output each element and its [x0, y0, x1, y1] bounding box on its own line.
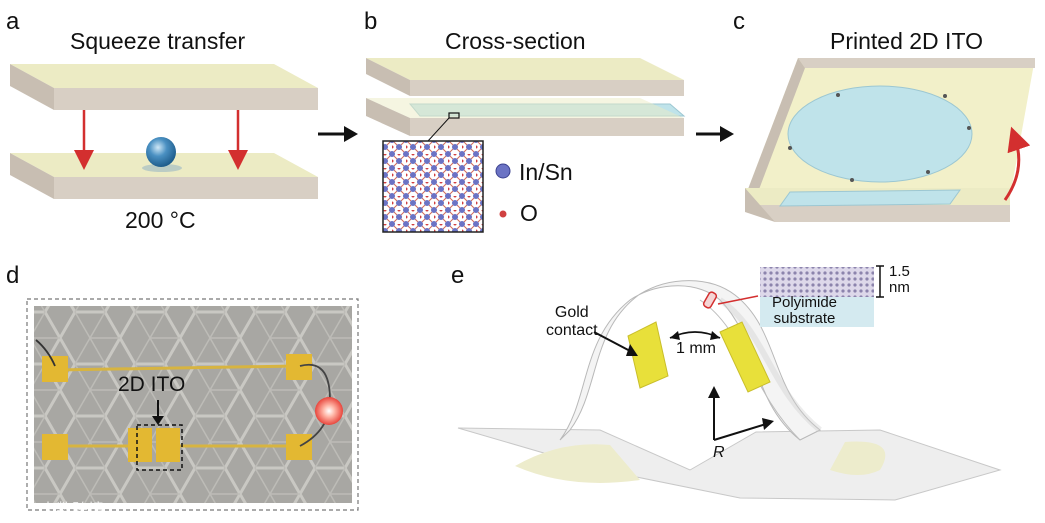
printed-ito-ellipse: [787, 85, 973, 183]
temperature-label: 200 °C: [125, 207, 196, 233]
lattice-inset: [382, 140, 484, 233]
watermark: 大数跨境: [40, 502, 105, 519]
radius-label: R: [713, 444, 725, 461]
panel-a-letter: a: [6, 8, 20, 35]
panel-a-title: Squeeze transfer: [70, 28, 246, 54]
polyimide-inset: [760, 297, 874, 327]
panel-e-graphic: [457, 265, 1002, 501]
ito-dashed-box: [136, 424, 183, 471]
device-photo: [34, 306, 352, 503]
panel-b-graphic: [366, 58, 686, 233]
panel-b-title: Cross-section: [445, 28, 586, 54]
legend-o-label: O: [520, 200, 538, 226]
gold-contact-label: Gold contact: [546, 304, 598, 340]
thickness-label: 1.5 nm: [889, 264, 910, 296]
gap-label: 1 mm: [676, 340, 716, 357]
panel-c-title: Printed 2D ITO: [830, 28, 983, 54]
open-arrow: [1003, 126, 1031, 201]
gold-contact-left: [627, 321, 669, 389]
printed-ito-strip: [779, 189, 961, 207]
legend-insn-marker: [495, 163, 511, 179]
gold-contact-label-line2: contact: [546, 322, 598, 339]
wire-top-left: [35, 339, 56, 367]
flow-arrow-ab: [318, 126, 358, 142]
flexible-substrate-arch: [559, 280, 821, 441]
substrate-line1: Polyimide: [772, 294, 838, 311]
pad-center-left: [128, 428, 152, 462]
legend-o-marker: [499, 210, 507, 218]
pad-bottom-right: [286, 434, 312, 460]
pad-center-right: [156, 428, 180, 462]
flow-arrow-bc: [696, 126, 734, 142]
ito-layer-inset: [760, 267, 874, 297]
radius-horizontal: [713, 423, 767, 441]
panel-a-graphic: [10, 64, 318, 199]
zoom-pin: [702, 291, 718, 309]
ito-droplet: [146, 137, 176, 167]
panel-e-letter: e: [451, 262, 465, 289]
pad-top-right: [286, 354, 312, 380]
gold-contact-right: [719, 321, 771, 393]
panel-c-graphic: [745, 58, 1035, 222]
led-glow: [315, 397, 343, 425]
top-plate-a: [10, 64, 318, 88]
legend-insn-label: In/Sn: [519, 159, 573, 185]
panel-b-letter: b: [364, 8, 378, 35]
substrate-label: Polyimide substrate: [772, 295, 837, 327]
panel-d-letter: d: [6, 262, 20, 289]
thickness-unit: nm: [889, 279, 910, 296]
panel-d-graphic: [26, 298, 359, 511]
panel-c-letter: c: [733, 8, 745, 35]
pad-bottom-left: [42, 434, 68, 460]
pad-top-left: [42, 356, 68, 382]
ito-device-label: 2D ITO: [118, 373, 186, 396]
substrate-line2: substrate: [773, 310, 836, 327]
gold-contact-label-line1: Gold: [554, 304, 589, 321]
thickness-value: 1.5: [889, 263, 910, 280]
